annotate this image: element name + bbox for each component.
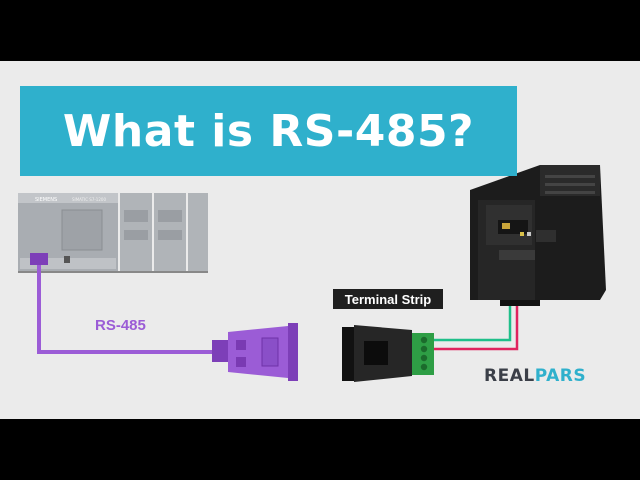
letterbox-bottom <box>0 419 640 480</box>
rs485-cable <box>37 265 220 354</box>
vfd-drive <box>470 165 606 306</box>
db9-connector <box>212 323 298 381</box>
letterbox-top <box>0 0 640 61</box>
logo-part2: PARS <box>534 366 587 386</box>
page-title: What is RS-485? <box>62 105 475 157</box>
title-banner: What is RS-485? <box>20 86 517 176</box>
realpars-logo: REALPARS <box>484 366 586 386</box>
plc-module: SIEMENS SIMATIC S7-1200 <box>18 193 208 273</box>
logo-part1: REAL <box>484 366 535 386</box>
plc-brand: SIEMENS <box>35 197 57 203</box>
terminal-strip-label: Terminal Strip <box>333 289 443 309</box>
rs485-label: RS-485 <box>95 317 146 334</box>
plc-rs485-port <box>30 253 48 265</box>
terminal-strip-adapter <box>342 325 434 382</box>
plc-model: SIMATIC S7-1200 <box>72 197 106 202</box>
